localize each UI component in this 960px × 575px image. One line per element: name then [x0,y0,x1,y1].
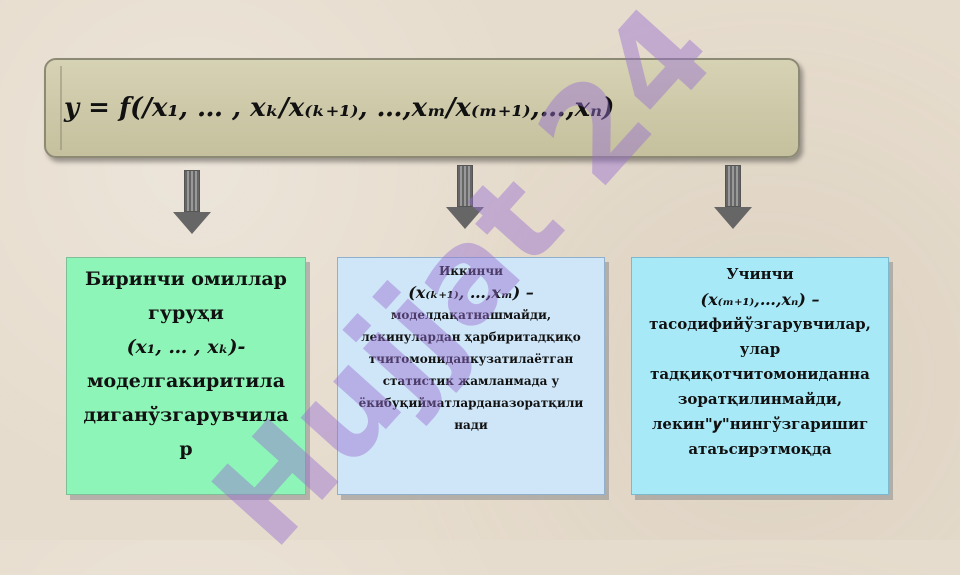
box-math: (𝒙₁, … , 𝒙ₖ)- [126,336,246,358]
box-line: моделдақатнашмайди, [390,308,552,322]
box-math: (𝒙₍ₖ₊₁₎, …,𝒙ₘ) – [408,283,534,302]
box-line: тадқиқотчитомониданна [650,365,870,383]
box-line: р [179,438,193,460]
box-line: улар [739,340,781,358]
box-line: тчитомониданкузатилаётган [368,352,574,366]
third-factor-group-box: Учинчи (𝒙₍ₘ₊₁₎,…,𝒙ₙ) – тасодифийўзгарувч… [631,257,889,495]
box-line: нади [454,418,488,432]
box-line: лекинулардан ҳарбиритадқиқо [361,330,581,344]
box-line: зоратқилинмайди, [677,390,843,408]
formula-text: 𝒚 = 𝒇(/𝒙₁, … , 𝒙ₖ/𝒙₍ₖ₊₁₎, …,𝒙ₘ/𝒙₍ₘ₊₁₎,…,… [64,93,615,123]
box-line: Учинчи [726,265,794,283]
box-line: гуруҳи [148,302,224,324]
box-line: тасодифийўзгарувчилар, [649,315,871,333]
box-line: диганўзгарувчила [83,404,289,426]
box-line: ёкибуқийматларданазоратқили [358,396,584,410]
first-factor-group-box: Биринчи омиллар гуруҳи (𝒙₁, … , 𝒙ₖ)- мод… [66,257,306,495]
box-math: (𝒙₍ₘ₊₁₎,…,𝒙ₙ) – [700,290,820,309]
box-line: Биринчи омиллар [85,268,287,290]
box-line: статистик жамланмада у [382,374,560,388]
box-line: Иккинчи [438,264,504,278]
formula-banner: 𝒚 = 𝒇(/𝒙₁, … , 𝒙ₖ/𝒙₍ₖ₊₁₎, …,𝒙ₘ/𝒙₍ₘ₊₁₎,…,… [44,58,800,158]
box-line: лекин"𝒚"нингўзгаришиг [651,415,869,433]
banner-accent-line [60,66,62,150]
second-factor-group-box: Иккинчи (𝒙₍ₖ₊₁₎, …,𝒙ₘ) – моделдақатнашма… [337,257,605,495]
box-line: моделгакиритила [86,370,286,392]
box-line: атаъсирэтмоқда [688,440,832,458]
